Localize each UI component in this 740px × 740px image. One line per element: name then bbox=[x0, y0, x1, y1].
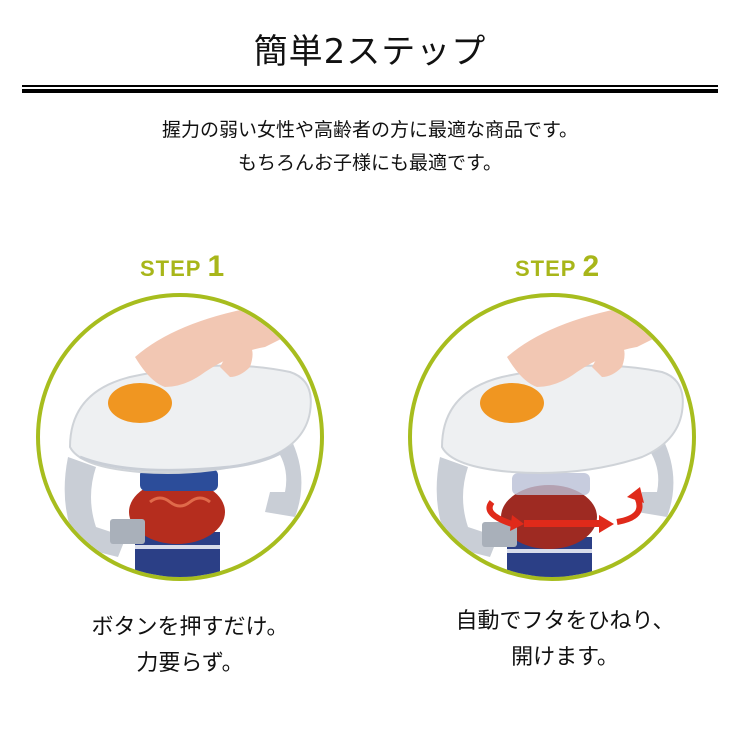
page-title: 簡単2ステップ bbox=[253, 32, 487, 72]
step-1-image bbox=[36, 293, 324, 581]
step-word: STEP bbox=[140, 256, 202, 281]
step-2-image bbox=[408, 293, 696, 581]
jar-opener-rotate-icon bbox=[436, 306, 684, 577]
step-word: STEP bbox=[515, 256, 577, 281]
step-number: 1 bbox=[207, 250, 225, 283]
caption-line-1: 自動でフタをひねり、 bbox=[455, 609, 675, 634]
title-divider-thick bbox=[22, 89, 718, 93]
title-divider-thin bbox=[22, 85, 718, 87]
intro-text: 握力の弱い女性や高齢者の方に最適な商品です。 もちろんお子様にも最適です。 bbox=[0, 114, 740, 180]
intro-line-1: 握力の弱い女性や高齢者の方に最適な商品です。 bbox=[161, 119, 579, 141]
caption-line-2: 開けます。 bbox=[511, 645, 619, 670]
step-2-caption: 自動でフタをひねり、 開けます。 bbox=[415, 604, 715, 676]
step-number: 2 bbox=[582, 250, 600, 283]
caption-line-1: ボタンを押すだけ。 bbox=[91, 615, 289, 640]
caption-line-2: 力要らず。 bbox=[136, 651, 244, 676]
step-1-caption: ボタンを押すだけ。 力要らず。 bbox=[40, 610, 340, 682]
jar-opener-press-icon bbox=[64, 306, 312, 577]
intro-line-2: もちろんお子様にも最適です。 bbox=[237, 152, 503, 174]
